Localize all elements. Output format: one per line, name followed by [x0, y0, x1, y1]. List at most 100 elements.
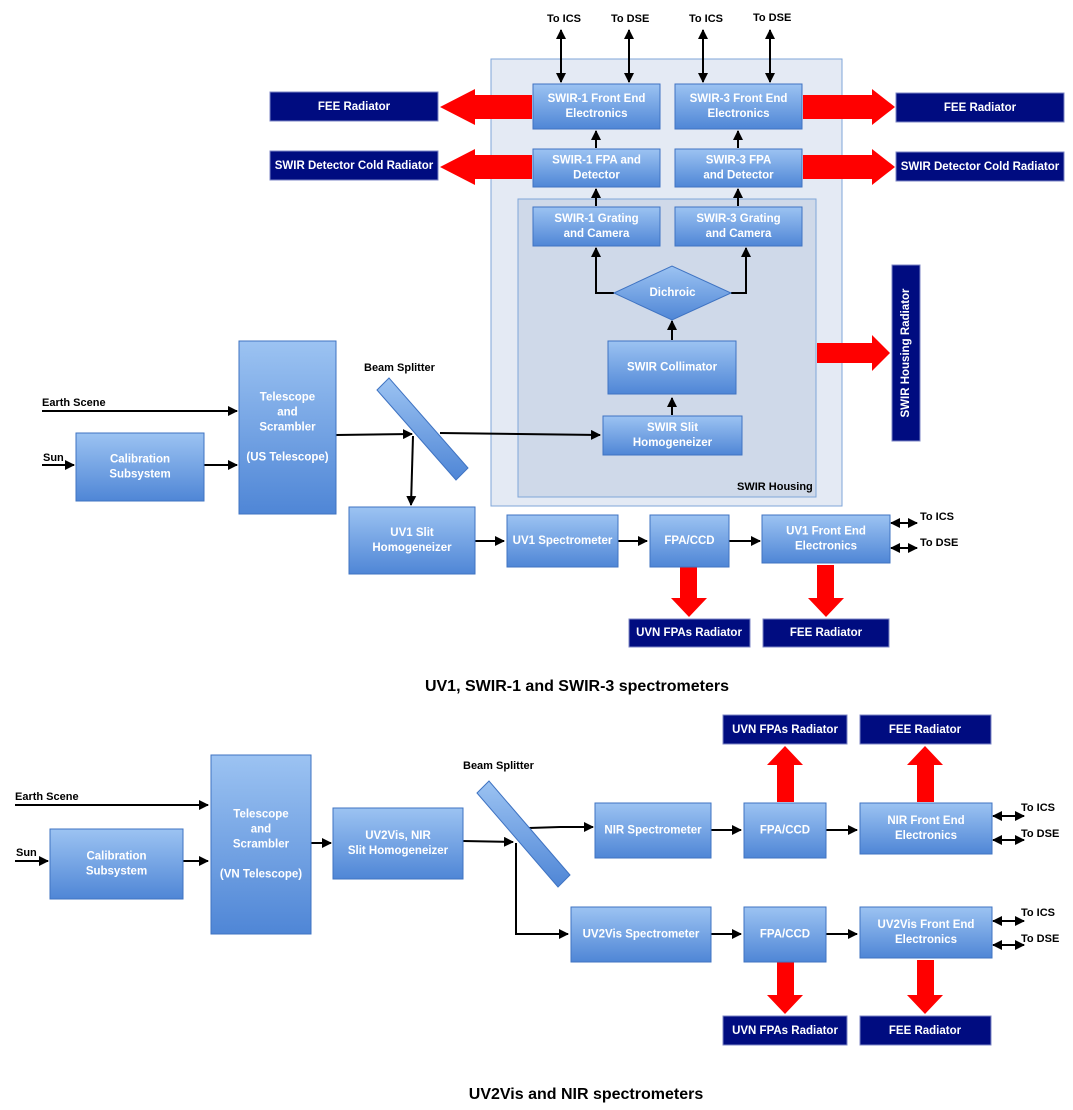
to-dse-label-uv2: To DSE [1021, 933, 1059, 945]
heat-arrow-swir1-fee [440, 89, 532, 125]
to-ics-label-nir: To ICS [1021, 802, 1055, 814]
top-caption: UV1, SWIR-1 and SWIR-3 spectrometers [425, 678, 729, 695]
box-label-line: NIR Spectrometer [604, 825, 702, 837]
box-label-line: UV1 Front End [786, 526, 866, 538]
svg-text:FEE Radiator: FEE Radiator [944, 102, 1017, 114]
bottom-heat-arrows [767, 746, 943, 1014]
box-label-line: Scrambler [233, 839, 290, 851]
box-label-line: SWIR Collimator [627, 362, 718, 374]
fee-radiator-top-left: FEE Radiator [269, 91, 439, 122]
beam-splitter-bottom [476, 780, 571, 888]
box-label-line: FPA/CCD [760, 825, 810, 837]
svg-text:UVN FPAs Radiator: UVN FPAs Radiator [732, 724, 838, 736]
svg-text:FEE Radiator: FEE Radiator [318, 101, 391, 113]
swir-cold-radiator-right: SWIR Detector Cold Radiator [895, 151, 1065, 182]
heat-arrow-uv1-fee [808, 565, 844, 617]
earth-scene-label-top: Earth Scene [42, 397, 106, 409]
to-ics-label-swir1: To ICS [547, 13, 581, 25]
box-label-line: Electronics [895, 934, 957, 946]
box-label-line: SWIR-3 FPA [706, 155, 772, 167]
swir-housing-label: SWIR Housing [737, 481, 813, 493]
svg-text:SWIR Housing Radiator: SWIR Housing Radiator [900, 288, 912, 418]
box-label-line: UV1 Slit [390, 527, 434, 539]
uvn-fpas-radiator-top: UVN FPAs Radiator [628, 618, 751, 648]
swir-collimator-box: SWIR Collimator [607, 340, 737, 395]
heat-arrow-uv2-fpa [767, 960, 803, 1014]
uvn-fpas-radiator-bottom-top: UVN FPAs Radiator [722, 714, 848, 745]
box-label-line: Electronics [566, 108, 628, 120]
box-label-line: Detector [573, 170, 620, 182]
heat-arrow-swir1-fpa [440, 149, 532, 185]
to-dse-label-swir1: To DSE [611, 13, 649, 25]
svg-text:FEE Radiator: FEE Radiator [889, 724, 962, 736]
svg-text:UVN FPAs Radiator: UVN FPAs Radiator [636, 627, 742, 639]
box-label-line: Homogeneizer [633, 437, 713, 449]
beam-splitter-label-top: Beam Splitter [364, 362, 436, 374]
svg-text:SWIR Detector Cold Radiator: SWIR Detector Cold Radiator [901, 161, 1060, 173]
box-label-line: Telescope [260, 392, 315, 404]
box-label-line: FPA/CCD [760, 929, 810, 941]
nir-spectrometer-box: NIR Spectrometer [594, 802, 712, 859]
to-dse-label-swir3: To DSE [753, 12, 791, 24]
sun-label-bottom: Sun [16, 847, 37, 859]
sun-label-top: Sun [43, 452, 64, 464]
box-label-line: Calibration [110, 454, 170, 466]
fee-radiator-bottom-top: FEE Radiator [859, 714, 992, 745]
swir-housing-radiator: SWIR Housing Radiator [891, 264, 921, 442]
box-label-line: and [277, 407, 297, 419]
uv1-fee-radiator: FEE Radiator [762, 618, 890, 648]
box-label-line: (US Telescope) [246, 452, 328, 464]
nir-fpa-box: FPA/CCD [743, 802, 827, 859]
to-ics-label-swir3: To ICS [689, 13, 723, 25]
box-label-line: Homogeneizer [372, 542, 452, 554]
to-ics-label-uv2: To ICS [1021, 907, 1055, 919]
svg-text:UVN FPAs Radiator: UVN FPAs Radiator [732, 1025, 838, 1037]
earth-scene-label-bottom: Earth Scene [15, 791, 79, 803]
box-label-line: Dichroic [649, 287, 696, 299]
bottom-connectors [15, 800, 1025, 950]
box-label-line: Telescope [233, 809, 288, 821]
uvn-fpas-radiator-bottom-bottom: UVN FPAs Radiator [722, 1015, 848, 1046]
box-label-line: SWIR-1 FPA and [552, 155, 641, 167]
bottom-caption: UV2Vis and NIR spectrometers [469, 1086, 704, 1103]
heat-arrow-nir-fee [907, 746, 943, 802]
box-label-line: Electronics [795, 541, 857, 553]
box-label-line: Subsystem [86, 866, 147, 878]
top-connectors [42, 29, 918, 553]
svg-text:FEE Radiator: FEE Radiator [889, 1025, 962, 1037]
box-label-line: UV2Vis, NIR [365, 830, 431, 842]
box-label-line: UV2Vis Spectrometer [583, 929, 700, 941]
heat-arrow-nir-fpa [767, 746, 803, 802]
box-label-line: Electronics [708, 108, 770, 120]
box-label-line: Subsystem [109, 469, 170, 481]
fee-radiator-top-right: FEE Radiator [895, 92, 1065, 123]
box-label-line: SWIR-1 Front End [548, 93, 646, 105]
box-label-line: SWIR-3 Front End [690, 93, 788, 105]
swir-cold-radiator-left: SWIR Detector Cold Radiator [269, 150, 439, 181]
to-dse-label-nir: To DSE [1021, 828, 1059, 840]
dichroic-diamond: Dichroic [612, 265, 733, 321]
box-label-line: and [251, 824, 271, 836]
box-label-line: UV1 Spectrometer [513, 535, 613, 547]
uv1-spectrometer-box: UV1 Spectrometer [506, 514, 619, 568]
box-label-line: SWIR Slit [647, 422, 698, 434]
box-label-line: SWIR-1 Grating [554, 213, 638, 225]
to-dse-label-uv1: To DSE [920, 537, 958, 549]
uv2vis-fpa-box: FPA/CCD [743, 906, 827, 963]
